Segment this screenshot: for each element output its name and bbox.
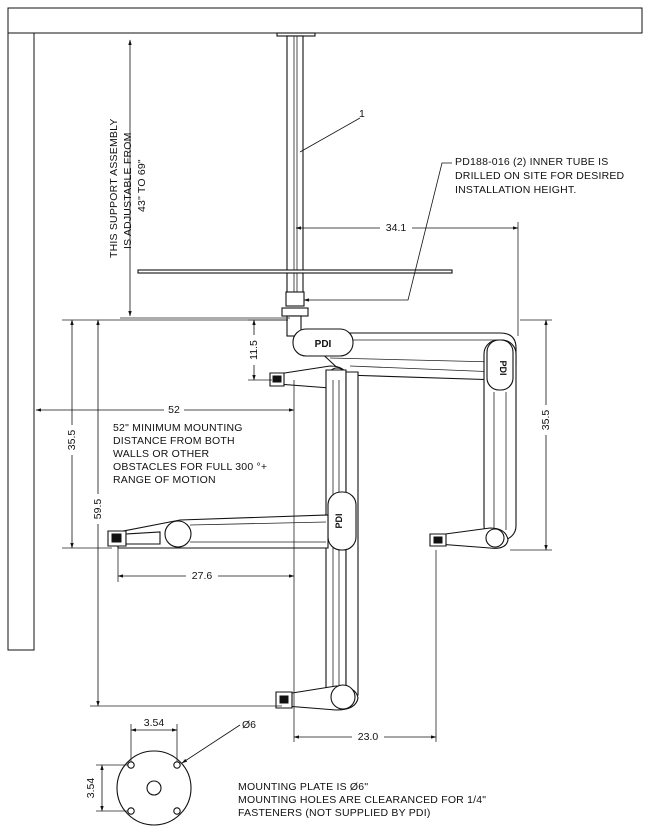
dimension-3-54-vertical: 3.54: [85, 764, 128, 812]
dim-35-5-left-label: 35.5: [66, 430, 78, 451]
dim-59-5-label: 59.5: [92, 499, 104, 520]
left-arm: [107, 514, 329, 549]
upper-arm: PDI: [292, 328, 517, 381]
ceiling: [7, 7, 643, 34]
min-distance-line-5: RANGE OF MOTION: [113, 474, 216, 486]
adjustable-note-line-3: 43" TO 69": [136, 159, 148, 212]
dimension-59-5: 59.5: [90, 319, 282, 707]
adjustable-dimension: [120, 39, 290, 319]
item-balloon: 1: [299, 108, 365, 153]
dimension-3-54-horizontal: 3.54: [130, 717, 178, 762]
dim-35-5-right-label: 35.5: [540, 410, 552, 431]
inner-tube-note-line-1: PD188-016 (2) INNER TUBE IS: [455, 156, 608, 168]
middle-elbow: PDI: [327, 491, 357, 551]
mounting-note-line-3: FASTENERS (NOT SUPPLIED BY PDI): [238, 807, 431, 819]
dimension-23-0: 23.0: [293, 550, 437, 743]
item-number: 1: [359, 108, 365, 120]
dimension-diameter-6: Ø6: [181, 719, 256, 764]
dimension-34-1: 34.1: [295, 221, 519, 336]
dim-52-label: 52: [168, 404, 180, 416]
wall: [7, 32, 35, 651]
dim-3-54-v-label: 3.54: [85, 778, 97, 799]
dimension-11-5: 11.5: [246, 319, 288, 381]
min-distance-line-3: WALLS OR OTHER: [113, 448, 210, 460]
min-distance-line-4: OBSTACLES FOR FULL 300 °+: [113, 461, 267, 473]
adjustable-note: THIS SUPPORT ASSEMBLY IS ADJUSTABLE FROM…: [108, 118, 148, 258]
ceiling-mount-post: [276, 32, 316, 337]
pdi-logo-middle: PDI: [334, 513, 344, 528]
dimension-35-5-left: 35.5: [62, 319, 288, 549]
inner-tube-note-line-2: DRILLED ON SITE FOR DESIRED: [455, 170, 625, 182]
dim-3-54-h-label: 3.54: [144, 717, 165, 729]
min-distance-line-2: DISTANCE FROM BOTH: [113, 435, 235, 447]
mounting-note-line-2: MOUNTING HOLES ARE CLEARANCED FOR 1/4": [238, 794, 486, 806]
main-vertical-arm: [325, 369, 359, 696]
dimension-35-5-right: 35.5: [510, 319, 552, 551]
bottom-gripper: [275, 684, 359, 711]
dim-11-5-label: 11.5: [248, 340, 260, 360]
mounting-plate: [116, 750, 192, 826]
min-distance-note: 52" MINIMUM MOUNTING DISTANCE FROM BOTH …: [113, 422, 267, 486]
dimension-52: 52: [35, 403, 295, 416]
adjustable-note-line-1: THIS SUPPORT ASSEMBLY: [108, 118, 120, 258]
inner-tube-note-line-3: INSTALLATION HEIGHT.: [455, 184, 576, 196]
mounting-note-line-1: MOUNTING PLATE IS Ø6": [238, 781, 368, 793]
pdi-logo-top: PDI: [315, 339, 332, 350]
pdi-logo-right: PDI: [498, 360, 508, 375]
inner-tube-note: PD188-016 (2) INNER TUBE IS DRILLED ON S…: [303, 156, 625, 302]
dim-27-6-label: 27.6: [192, 570, 213, 582]
ceiling-tile: [137, 269, 453, 274]
mounting-plate-note: MOUNTING PLATE IS Ø6" MOUNTING HOLES ARE…: [238, 781, 486, 819]
min-distance-line-1: 52" MINIMUM MOUNTING: [113, 422, 243, 434]
dim-23-0-label: 23.0: [358, 731, 379, 743]
dim-34-1-label: 34.1: [386, 222, 407, 234]
dim-dia-6-label: Ø6: [242, 719, 256, 731]
dimension-27-6: 27.6: [117, 548, 295, 582]
adjustable-note-line-2: IS ADJUSTABLE FROM: [122, 132, 134, 249]
right-arm: PDI: [429, 339, 517, 549]
